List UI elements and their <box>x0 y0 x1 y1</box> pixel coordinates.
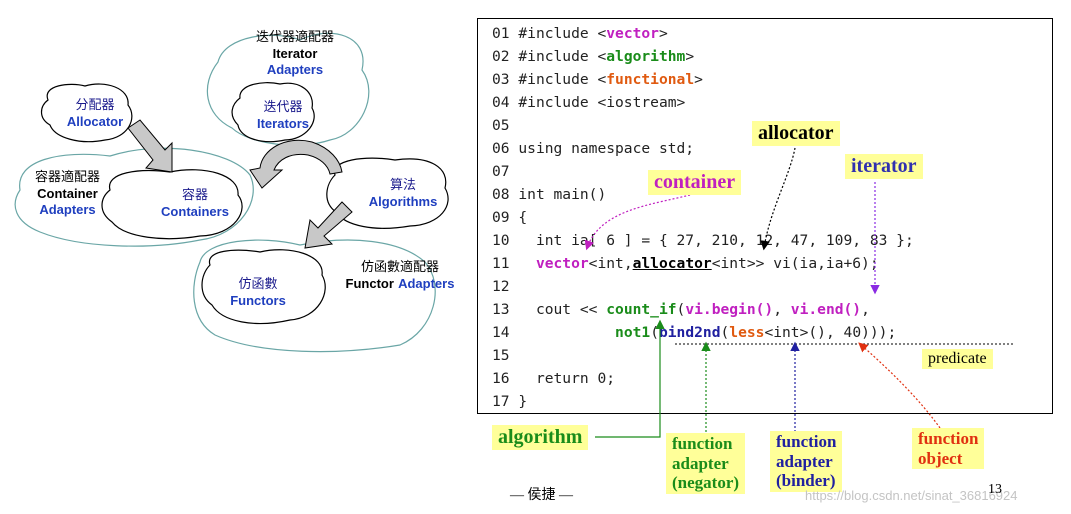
function-object-line2: object <box>918 449 978 469</box>
watermark-url: https://blog.csdn.net/sinat_36816924 <box>805 488 1018 503</box>
iterator-tag: iterator <box>845 154 923 179</box>
container-pointer <box>587 195 690 248</box>
binder-line2: adapter <box>776 452 836 472</box>
algorithm-pointer <box>595 322 660 437</box>
predicate-tag: predicate <box>922 349 993 369</box>
container-tag: container <box>648 170 741 195</box>
negator-line1: function <box>672 434 739 454</box>
negator-line3: (negator) <box>672 473 739 493</box>
allocator-tag: allocator <box>752 121 840 146</box>
allocator-pointer <box>764 148 795 248</box>
binder-tag: function adapter (binder) <box>770 431 842 492</box>
negator-line2: adapter <box>672 454 739 474</box>
binder-line1: function <box>776 432 836 452</box>
author-footer: — 侯捷 — <box>510 484 573 504</box>
function-object-line1: function <box>918 429 978 449</box>
function-object-tag: function object <box>912 428 984 469</box>
algorithm-tag: algorithm <box>492 425 588 450</box>
negator-tag: function adapter (negator) <box>666 433 745 494</box>
page-number: 13 <box>988 482 1002 498</box>
